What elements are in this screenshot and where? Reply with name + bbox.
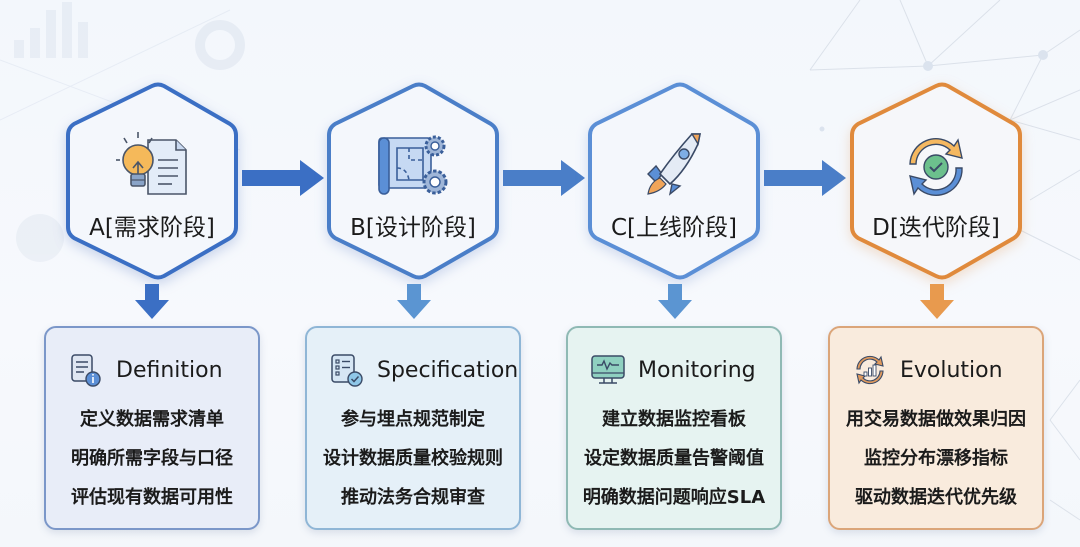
arrow-right-b-to-c [503,160,585,196]
card-monitoring: Monitoring 建立数据监控看板 设定数据质量告警阈值 明确数据问题响应S… [566,326,782,530]
stage-a-label: A[需求阶段] [89,215,215,241]
blueprint-gears-icon [378,135,448,195]
arrow-right-a-to-b [242,160,324,196]
card-specification-line-1: 参与埋点规范制定 [341,409,485,430]
card-monitoring-title: Monitoring [638,357,756,383]
arrow-down-d [920,284,954,319]
checklist-icon [331,354,363,387]
card-definition-title: Definition [116,357,223,383]
stage-c-hexagon: C[上线阶段] [586,82,762,280]
card-specification-line-3: 推动法务合规审查 [341,487,485,508]
arrow-down-c [658,284,692,319]
stage-b-label: B[设计阶段] [350,215,476,241]
card-definition-line-3: 评估现有数据可用性 [71,487,233,508]
arrow-down-a [135,284,169,319]
card-specification-title: Specification [377,357,519,383]
card-evolution-line-3: 驱动数据迭代优先级 [855,487,1017,508]
card-evolution-line-1: 用交易数据做效果归因 [846,409,1026,430]
lightbulb-document-icon [116,132,187,195]
card-definition-line-1: 定义数据需求清单 [80,409,224,430]
rocket-icon [647,133,701,196]
arrow-down-b [397,284,431,319]
card-specification-line-2: 设计数据质量校验规则 [323,448,503,469]
stage-a-hexagon: A[需求阶段] [64,82,240,280]
card-monitoring-line-2: 设定数据质量告警阈值 [584,448,764,469]
stage-d-hexagon: D[迭代阶段] [848,82,1024,280]
card-evolution: Evolution 用交易数据做效果归因 监控分布漂移指标 驱动数据迭代优先级 [828,326,1044,530]
stage-b-hexagon: B[设计阶段] [325,82,501,280]
card-monitoring-line-1: 建立数据监控看板 [602,409,746,430]
arrow-right-c-to-d [764,160,846,196]
card-monitoring-line-3: 明确数据问题响应SLA [582,487,766,508]
card-specification: Specification 参与埋点规范制定 设计数据质量校验规则 推动法务合规… [305,326,521,530]
card-definition-line-2: 明确所需字段与口径 [71,448,233,469]
cycle-chart-icon [856,355,884,385]
card-evolution-line-2: 监控分布漂移指标 [864,448,1008,469]
document-info-icon [71,354,101,387]
stage-d-label: D[迭代阶段] [872,215,1000,241]
card-definition: Definition 定义数据需求清单 明确所需字段与口径 评估现有数据可用性 [44,326,260,530]
refresh-check-icon [909,138,963,196]
card-evolution-title: Evolution [900,357,1003,383]
stage-c-label: C[上线阶段] [610,215,737,241]
monitor-pulse-icon [591,355,625,384]
